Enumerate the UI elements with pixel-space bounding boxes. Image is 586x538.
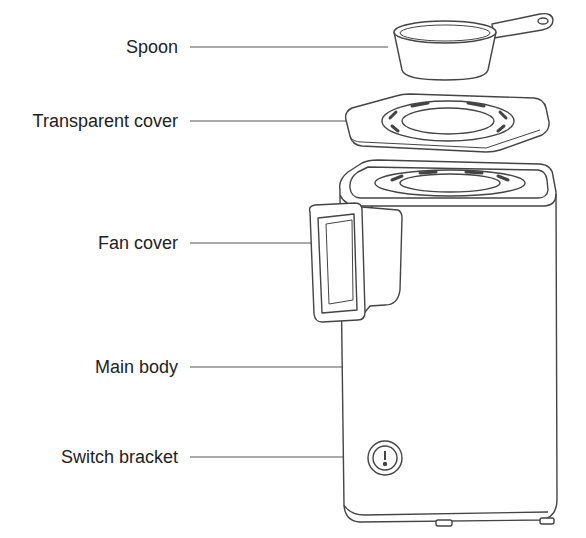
leader-line <box>190 121 348 122</box>
switch-button <box>373 446 397 470</box>
chute-inner <box>326 220 353 304</box>
cover-edge <box>350 130 540 148</box>
spoon-hole <box>538 18 548 24</box>
cover-ring <box>382 101 514 141</box>
body-shell <box>340 160 557 522</box>
leader-line <box>190 457 368 458</box>
body-foot <box>540 518 554 524</box>
fan-cover <box>310 203 402 322</box>
body-top <box>350 167 548 198</box>
body-base <box>344 505 548 515</box>
part-label: Fan cover <box>98 232 178 254</box>
part-label: Main body <box>95 356 178 378</box>
chute-opening <box>318 214 357 313</box>
spoon-inner <box>400 25 490 41</box>
switch-bracket <box>368 441 402 475</box>
switch-ring <box>368 441 402 475</box>
vent-slots <box>392 172 508 180</box>
spoon-handle <box>492 14 553 38</box>
part-label: Spoon <box>126 36 178 58</box>
body-foot <box>436 520 452 526</box>
part-label: Switch bracket <box>61 446 178 468</box>
switch-mark <box>384 451 386 460</box>
cover-plate <box>346 94 550 152</box>
top-opening <box>375 170 525 196</box>
top-opening-inner <box>400 174 500 192</box>
chute-frame <box>310 203 365 322</box>
cover-slots <box>390 103 506 131</box>
main-body <box>340 160 557 526</box>
spoon <box>394 14 553 80</box>
switch-dot <box>384 463 387 466</box>
part-label: Transparent cover <box>33 110 178 132</box>
spoon-rim <box>394 21 496 43</box>
transparent-cover <box>346 94 550 152</box>
cover-opening <box>402 108 494 134</box>
leader-line <box>190 47 388 48</box>
